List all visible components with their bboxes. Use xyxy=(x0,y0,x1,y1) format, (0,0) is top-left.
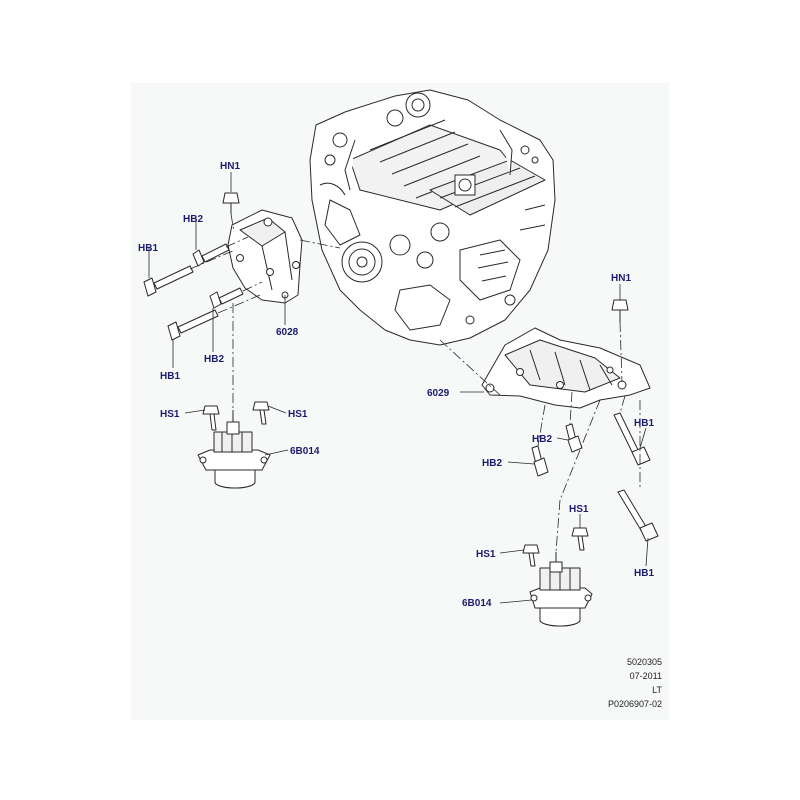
right-engine-mount-6b014 xyxy=(529,552,593,627)
left-bolt-hb2-top xyxy=(192,243,230,267)
left-bolt-hb1-top xyxy=(143,265,194,297)
left-bolt-hb2-bottom xyxy=(209,287,244,309)
callout-part-6b014-right: 6B014 xyxy=(462,598,492,609)
callout-hn1-left: HN1 xyxy=(220,161,240,172)
left-nut-hn1 xyxy=(222,192,240,214)
callout-hb2-right-top: HB2 xyxy=(532,434,552,445)
callout-hb2-left-top: HB2 xyxy=(183,214,203,225)
reference-code: LT xyxy=(652,685,662,695)
callout-hs1-left-b: HS1 xyxy=(288,409,308,420)
right-engine-bracket-6029 xyxy=(481,327,651,409)
callout-hs1-right-top: HS1 xyxy=(569,504,589,515)
right-bolt-hb2-top xyxy=(565,423,583,453)
callout-part-6028: 6028 xyxy=(276,327,299,338)
callout-part-6029: 6029 xyxy=(427,388,450,399)
callout-hb2-left-bottom: HB2 xyxy=(204,354,224,365)
callout-hn1-right: HN1 xyxy=(611,273,631,284)
engine-assembly xyxy=(309,89,556,346)
callout-hs1-right-left: HS1 xyxy=(476,549,496,560)
callout-leaders xyxy=(148,172,649,604)
reference-date: 07-2011 xyxy=(629,671,662,681)
callout-hb1-right-bottom: HB1 xyxy=(634,568,654,579)
right-bolt-hb1-top xyxy=(613,412,651,466)
callout-hb2-right-bottom: HB2 xyxy=(482,458,502,469)
reference-illustration-id: P0206907-02 xyxy=(607,699,662,709)
callout-hs1-left-a: HS1 xyxy=(160,409,180,420)
left-bolt-hb1-bottom xyxy=(167,309,219,341)
assembly-center-lines xyxy=(189,213,641,553)
left-stud-hs1-a xyxy=(202,405,220,431)
right-bolt-hb2-bottom xyxy=(531,445,549,477)
left-engine-mount-6b014 xyxy=(197,410,271,489)
left-engine-bracket-6028 xyxy=(227,209,303,304)
callout-hb1-right-top: HB1 xyxy=(634,418,654,429)
right-stud-hs1-left xyxy=(522,544,540,567)
right-nut-hn1 xyxy=(611,299,629,322)
callout-hb1-left-bottom: HB1 xyxy=(160,371,180,382)
callout-part-6b014-left: 6B014 xyxy=(290,446,320,457)
reference-number: 5020305 xyxy=(626,657,662,667)
right-bolt-hb1-bottom xyxy=(617,489,659,542)
callout-hb1-left-top: HB1 xyxy=(138,243,158,254)
left-stud-hs1-b xyxy=(252,401,270,425)
right-stud-hs1-top xyxy=(571,527,589,551)
